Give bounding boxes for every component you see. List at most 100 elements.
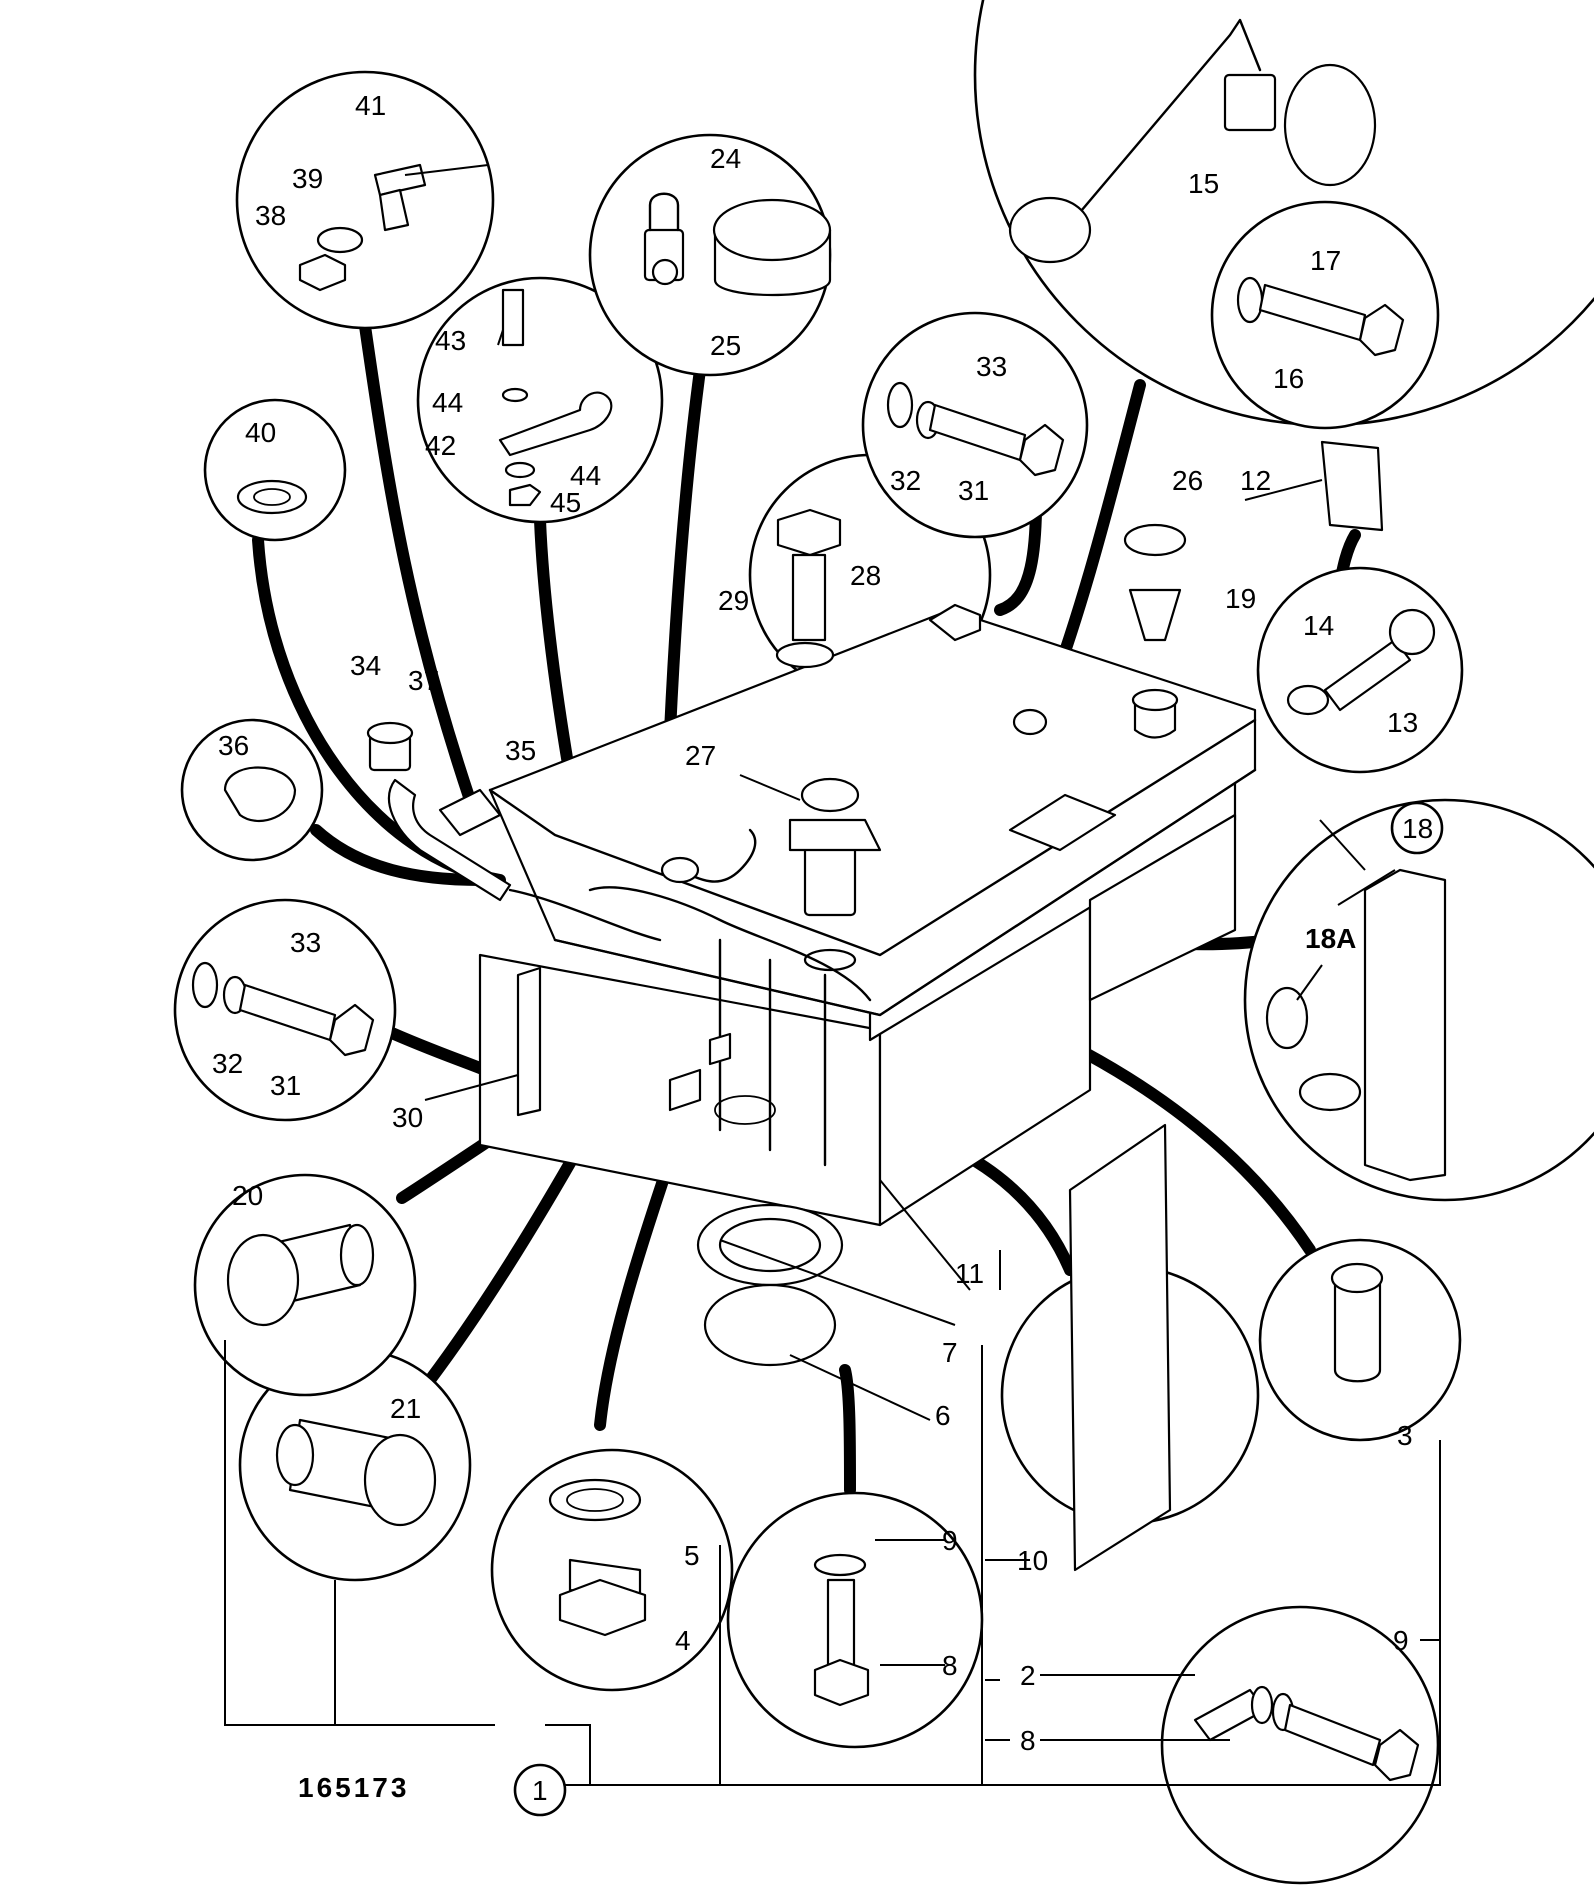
label-18A: 18A (1305, 923, 1356, 954)
label-29: 29 (718, 585, 749, 616)
callout-leader-lines (404, 164, 1396, 1101)
lead-43-line (497, 329, 504, 346)
hose-34 (387, 778, 512, 902)
label-13: 13 (1387, 707, 1418, 738)
lead-11 (879, 1179, 971, 1291)
pipe-35-c (508, 888, 662, 942)
clip-37 (438, 788, 502, 837)
label-4: 4 (675, 1625, 691, 1656)
bolt-28-shank (791, 553, 827, 642)
detail-18-parts (1265, 868, 1447, 1182)
bolt-13-shank (1323, 638, 1412, 712)
label-42: 42 (425, 430, 456, 461)
bolt-43 (501, 288, 525, 347)
gasket-7-inner (718, 1217, 822, 1273)
cover-plate-10 (1068, 1123, 1172, 1572)
o-ring-18A-upper (1265, 986, 1309, 1050)
label-20: 20 (232, 1180, 263, 1211)
sender-body-15 (1223, 73, 1277, 132)
label-3: 3 (1397, 1420, 1413, 1451)
tank-top-edge (553, 768, 1257, 1017)
label-34: 34 (350, 650, 381, 681)
lead-2-8-right (1040, 1674, 1230, 1741)
assembly-bracket-lines (224, 1340, 1441, 1786)
label-33b: 33 (290, 927, 321, 958)
label-33a: 33 (976, 351, 1007, 382)
label-43: 43 (435, 325, 466, 356)
label-5: 5 (684, 1540, 700, 1571)
label-assembly-1: 1 (532, 1775, 548, 1806)
bolt-28-head (776, 508, 842, 557)
lead-9-8-bottom (875, 1539, 945, 1666)
label-25: 25 (710, 330, 741, 361)
bolt-16-head (1358, 303, 1405, 357)
washer-44b (504, 461, 536, 479)
detail-3-parts (1330, 1262, 1384, 1383)
lead-18-line (1319, 819, 1366, 871)
label-40: 40 (245, 417, 276, 448)
label-15: 15 (1188, 168, 1219, 199)
tank-tab (928, 603, 982, 642)
sleeve-3-top (1330, 1262, 1384, 1294)
bolt-41-shank (378, 188, 410, 232)
label-11: 11 (955, 1258, 984, 1289)
bracket-join (545, 1724, 591, 1786)
figure-reference-number: 165173 (298, 1772, 409, 1803)
label-18: 18 (1402, 813, 1433, 844)
tank-access-opening (1008, 793, 1117, 852)
washer-40-hole (253, 488, 291, 506)
circle-18 (1390, 801, 1444, 855)
label-2: 2 (1020, 1660, 1036, 1691)
detail-13-14-parts (1286, 608, 1436, 716)
label-44a: 44 (432, 387, 463, 418)
seal-washer-5-hole (566, 1488, 624, 1512)
bracket-12 (1320, 440, 1384, 532)
filler-cap-25-top (712, 198, 832, 262)
pipe-35-b (588, 886, 872, 1002)
detail-28-29-parts (775, 508, 842, 669)
lead-18A-lower (1296, 964, 1323, 1001)
label-31a: 31 (958, 475, 989, 506)
bracket-20 (224, 1340, 495, 1726)
float-arm-15 (1063, 18, 1262, 232)
label-10: 10 (1017, 1545, 1048, 1576)
label-21: 21 (390, 1393, 421, 1424)
filler-cap-27 (800, 777, 860, 813)
leader-31 (379, 1024, 491, 1076)
label-24: 24 (710, 143, 741, 174)
strainer-21-cap (275, 1423, 315, 1487)
nut-38 (298, 253, 347, 292)
detail-21-parts (275, 1418, 437, 1527)
bolt-13-head (1388, 608, 1436, 656)
detail-31-33-left-parts (191, 961, 375, 1057)
lead-27-line (739, 774, 801, 801)
sight-gauge-18 (1363, 868, 1447, 1182)
o-ring-18A-lower (1298, 1072, 1362, 1112)
threaded-boss-small (708, 1032, 732, 1066)
bracket-ticks (985, 1559, 1030, 1741)
label-31b: 31 (270, 1070, 301, 1101)
fitting-34-cap (366, 721, 414, 745)
hose-clamp-36 (223, 766, 297, 823)
detail-8-9-bottom-parts (813, 1553, 870, 1707)
label-32b: 32 (212, 1048, 243, 1079)
label-16: 16 (1273, 363, 1304, 394)
drain-plug-4-head (558, 1578, 647, 1637)
label-45: 45 (550, 487, 581, 518)
lead-7 (719, 1239, 956, 1326)
label-9b: 9 (1393, 1625, 1409, 1656)
label-39: 39 (292, 163, 323, 194)
washer-9-bottom (813, 1553, 867, 1577)
detail-38-41-parts (298, 163, 427, 292)
washer-14 (1286, 684, 1330, 716)
key-24 (651, 258, 679, 286)
lead-12-line (1244, 479, 1323, 501)
washer-9-right (1250, 1685, 1274, 1725)
bolt-41-head (373, 163, 427, 197)
label-36: 36 (218, 730, 249, 761)
fuel-tank-assembly (366, 603, 1257, 1421)
label-6: 6 (935, 1400, 951, 1431)
label-26: 26 (1172, 465, 1203, 496)
